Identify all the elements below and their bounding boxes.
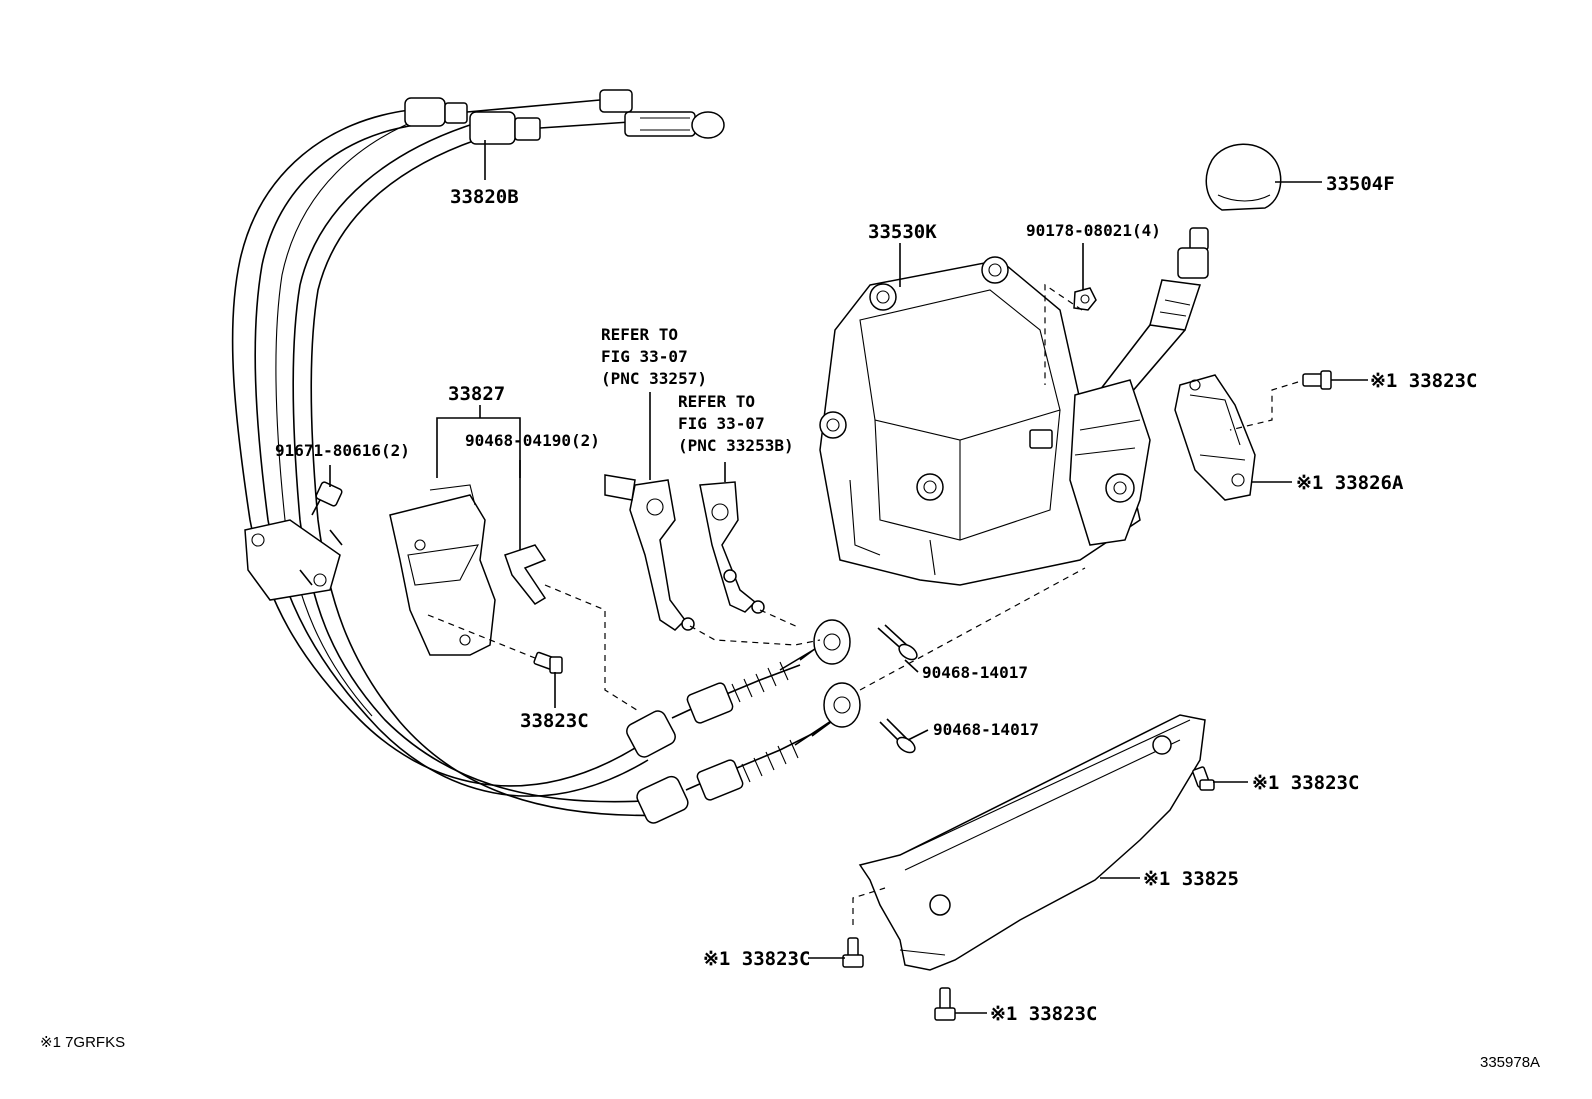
label-91671: 91671-80616(2) [275, 441, 410, 460]
bracket-33826a [1174, 374, 1256, 501]
cable-mount-bracket [244, 519, 341, 601]
label-33530k: 33530K [868, 221, 937, 243]
label-33504f: 33504F [1326, 173, 1395, 195]
clip-90468-04190 [504, 544, 547, 605]
lever-ref-33257 [604, 474, 695, 631]
bolt-33823c-left [533, 651, 563, 674]
bolt-91671 [311, 481, 343, 516]
figure-id: 335978A [1480, 1054, 1540, 1071]
label-90178: 90178-08021(4) [1026, 221, 1161, 240]
label-ref2-line2: FIG 33-07 [678, 414, 765, 433]
label-ref2-line3: (PNC 33253B) [678, 436, 794, 455]
label-33823c-right: ※1 33823C [1252, 772, 1359, 794]
bracket-33827 [389, 484, 496, 656]
shift-knob [1205, 143, 1282, 211]
shift-lever-rod [1099, 227, 1209, 401]
label-33823c-bl: ※1 33823C [703, 948, 810, 970]
label-ref1-line1: REFER TO [601, 325, 678, 344]
label-90468-14017-a: 90468-14017 [922, 663, 1028, 682]
cover-33825 [858, 714, 1206, 971]
footnote: ※1 7GRFKS [40, 1034, 125, 1051]
label-33827: 33827 [448, 383, 505, 405]
label-33823c-left: 33823C [520, 710, 589, 732]
label-ref2-line1: REFER TO [678, 392, 755, 411]
rod-end-eye [823, 682, 861, 728]
clip-90468-14017-a [877, 624, 918, 661]
bolt-33823c-bottom [934, 987, 956, 1021]
label-90468-04190: 90468-04190(2) [465, 431, 600, 450]
label-33823c-top: ※1 33823C [1370, 370, 1477, 392]
clip-90468-14017-b [879, 718, 916, 754]
lever-ref-33253b [699, 481, 765, 614]
label-33825: ※1 33825 [1143, 868, 1239, 890]
bolt-33823c-right [1192, 766, 1215, 791]
cable-end-fitting [404, 97, 446, 127]
bolt-33823c-bl [842, 937, 864, 968]
label-33820b: 33820B [450, 186, 519, 208]
shift-lever-housing [819, 256, 1151, 586]
bolt-33823c-top [1302, 370, 1332, 390]
rod-end-eye [813, 619, 851, 665]
label-ref1-line3: (PNC 33257) [601, 369, 707, 388]
label-ref1-line2: FIG 33-07 [601, 347, 688, 366]
leader-lines [329, 140, 1368, 1014]
label-33823c-bottom: ※1 33823C [990, 1003, 1097, 1025]
nut-90178 [1073, 287, 1097, 311]
shift-cable-assembly [231, 89, 861, 824]
label-33826a: ※1 33826A [1296, 472, 1404, 494]
label-90468-14017-b: 90468-14017 [933, 720, 1039, 739]
